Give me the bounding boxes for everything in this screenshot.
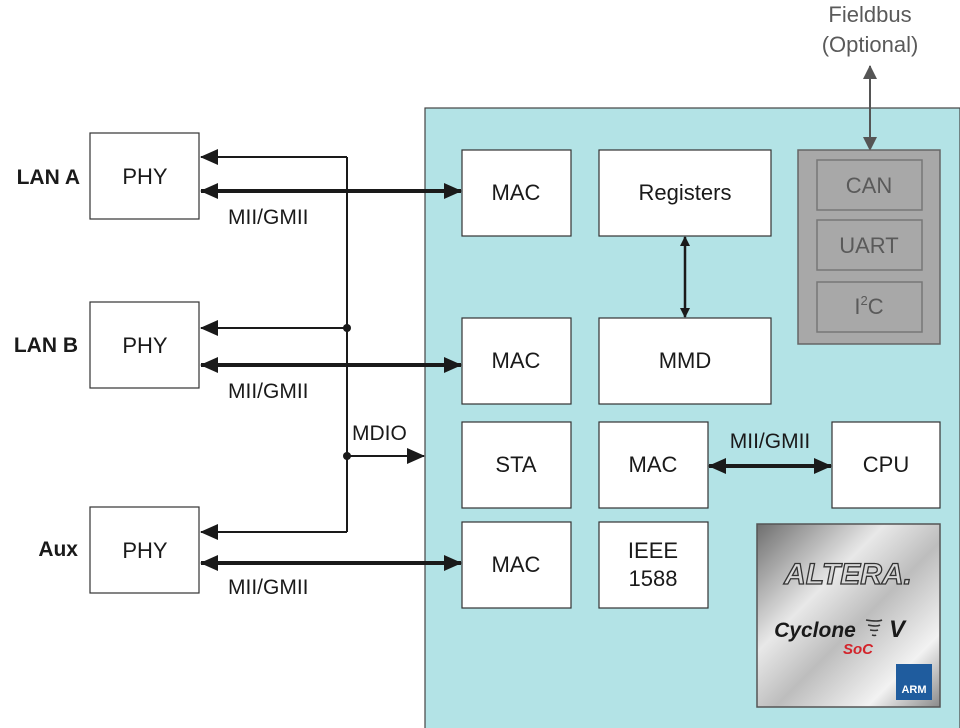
phy-b-block	[89, 301, 200, 389]
phy-aux-label: PHY	[122, 538, 168, 563]
can-block	[816, 159, 923, 211]
aux-label: Aux	[38, 538, 78, 561]
uart-label: UART	[839, 233, 899, 258]
mac-1-label: MAC	[492, 180, 541, 205]
phy-aux-block	[89, 506, 200, 594]
fieldbus-optional-label: (Optional)	[822, 32, 919, 57]
ieee-number-label: 1588	[629, 566, 678, 591]
lan-b-label: LAN B	[14, 334, 78, 357]
ieee-label: IEEE	[628, 538, 678, 563]
ieee-1588-block	[598, 521, 709, 609]
cyclone-v-soc-chip-image: ALTERA. Cyclone V SoC ARM	[756, 523, 941, 708]
mac-3-label: MAC	[629, 452, 678, 477]
mii-label-a: MII/GMII	[228, 206, 309, 229]
arm-logo-text: ARM	[901, 684, 926, 696]
mii-label-aux: MII/GMII	[228, 576, 309, 599]
registers-block	[598, 149, 772, 237]
mmd-label: MMD	[659, 348, 712, 373]
phy-b-label: PHY	[122, 333, 168, 358]
uart-block	[816, 219, 923, 271]
phy-a-label: PHY	[122, 164, 168, 189]
cpu-block	[831, 421, 941, 509]
mac-3-block	[598, 421, 709, 509]
i2c-block	[816, 281, 923, 333]
cyclone-v-mark: V	[889, 616, 907, 643]
mac-2-block	[461, 317, 572, 405]
sta-label: STA	[495, 452, 536, 477]
lan-a-label: LAN A	[17, 166, 80, 189]
cyclone-logo: Cyclone	[774, 619, 856, 642]
mii-label-cpu: MII/GMII	[730, 430, 811, 453]
altera-logo: ALTERA.	[783, 558, 912, 591]
mmd-block	[598, 317, 772, 405]
can-label: CAN	[846, 173, 892, 198]
sta-block	[461, 421, 572, 509]
mac-4-label: MAC	[492, 552, 541, 577]
mdio-bus	[200, 149, 425, 540]
tornado-icon	[865, 619, 883, 637]
i2c-label: I2C	[854, 293, 883, 319]
arm-logo-badge	[896, 664, 932, 700]
mac-1-block	[461, 149, 572, 237]
mii-label-b: MII/GMII	[228, 380, 309, 403]
mac-4-block	[461, 521, 572, 609]
registers-label: Registers	[639, 180, 732, 205]
mac-2-label: MAC	[492, 348, 541, 373]
cpu-label: CPU	[863, 452, 909, 477]
mdio-label: MDIO	[352, 422, 407, 445]
fieldbus-label: Fieldbus	[828, 2, 911, 27]
phy-a-block	[89, 132, 200, 220]
soc-mark: SoC	[843, 641, 874, 658]
